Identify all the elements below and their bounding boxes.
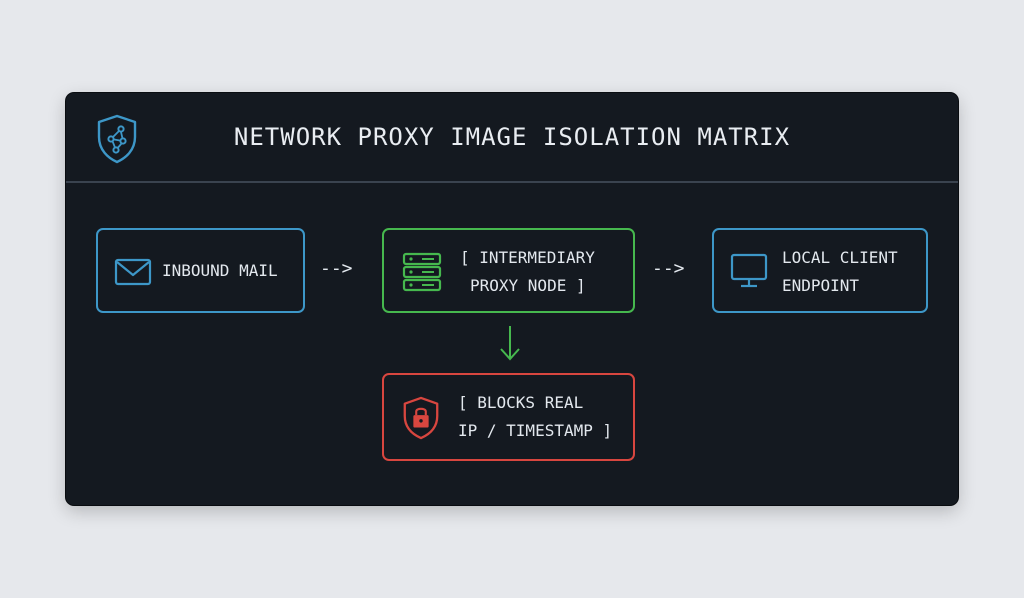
panel-header: NETWORK PROXY IMAGE ISOLATION MATRIX	[66, 93, 958, 183]
page-title: NETWORK PROXY IMAGE ISOLATION MATRIX	[233, 123, 791, 151]
flow-arrow-1: -->	[320, 258, 353, 279]
blocks-label-line2: IP / TIMESTAMP ]	[458, 421, 613, 440]
inbound-mail-node: INBOUND MAIL	[96, 228, 305, 313]
down-arrow-icon	[500, 326, 520, 361]
blocks-label-line1: [ BLOCKS REAL	[458, 393, 584, 412]
proxy-node: [ INTERMEDIARY PROXY NODE ]	[382, 228, 635, 313]
mail-icon	[114, 258, 152, 286]
blocks-ip-node: [ BLOCKS REAL IP / TIMESTAMP ]	[382, 373, 635, 461]
proxy-label-line1: [ INTERMEDIARY	[460, 248, 595, 267]
client-endpoint-node: LOCAL CLIENT ENDPOINT	[712, 228, 928, 313]
shield-network-icon	[97, 114, 137, 164]
inbound-mail-label: INBOUND MAIL	[162, 261, 278, 280]
flow-arrow-2: -->	[652, 258, 685, 279]
proxy-label-line2: PROXY NODE ]	[470, 276, 586, 295]
shield-lock-icon	[403, 396, 439, 440]
server-stack-icon	[402, 252, 442, 292]
client-label-line1: LOCAL CLIENT	[782, 248, 898, 267]
monitor-icon	[730, 253, 768, 288]
client-label-line2: ENDPOINT	[782, 276, 860, 295]
diagram-panel: NETWORK PROXY IMAGE ISOLATION MATRIX INB…	[66, 93, 958, 505]
